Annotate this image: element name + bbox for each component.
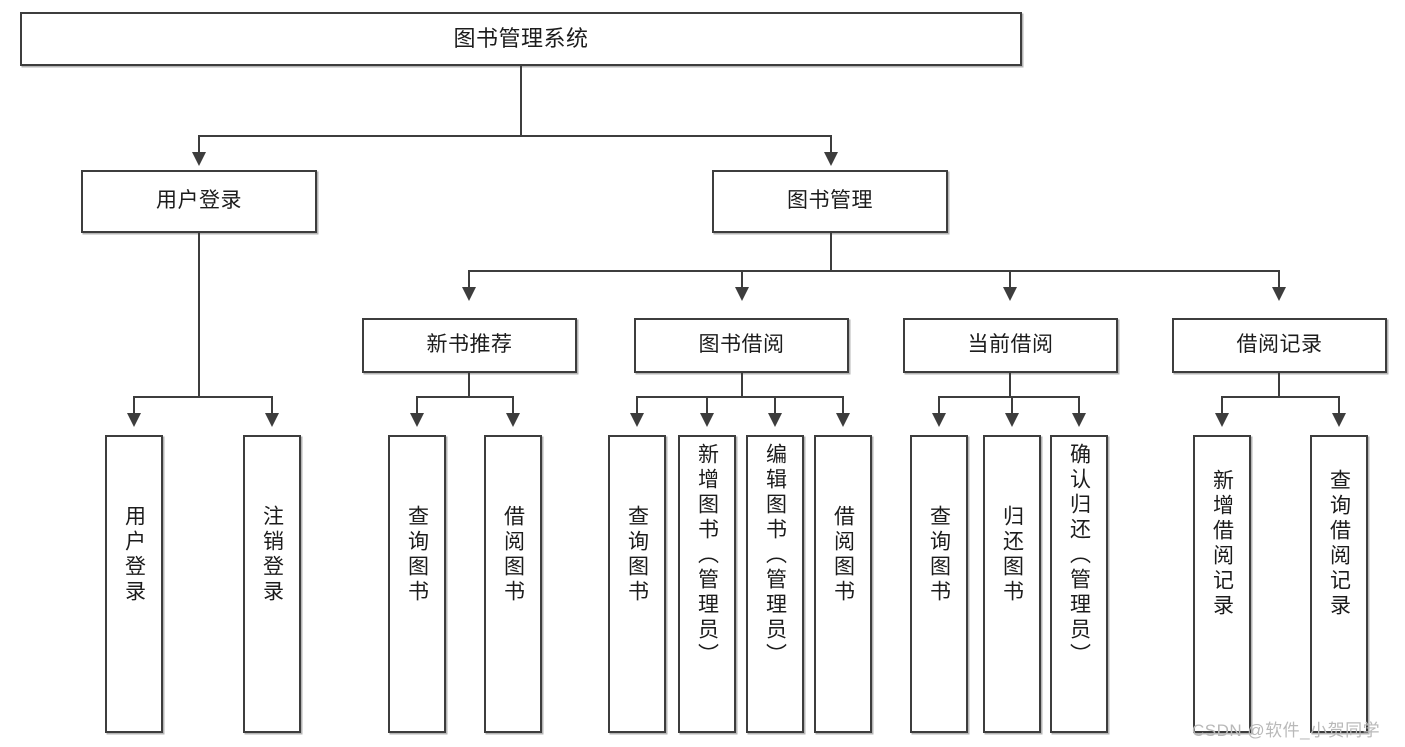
leaf-book-borrow-query-book[interactable]: 查询图书 [608, 435, 666, 733]
arrowhead-to-user-login [192, 152, 206, 166]
arrowhead-book-borrow-leaf-4 [836, 413, 850, 427]
connector-borrow-record-to-leaf-2 [1338, 396, 1340, 417]
node-label: 图书借阅 [698, 333, 785, 357]
node-label: 用户登录 [156, 189, 242, 213]
node-label: 查询图书 [405, 505, 429, 605]
node-label: 查询图书 [927, 505, 951, 605]
arrowhead-current-borrow-leaf-1 [932, 413, 946, 427]
connector-user-login-to-leaf-1 [133, 396, 135, 417]
connector-current-borrow-bus [938, 396, 1079, 398]
leaf-borrow-record-add-record[interactable]: 新增借阅记录 [1193, 435, 1251, 733]
node-label: 查询图书 [625, 505, 649, 605]
connector-borrow-record-bus [1221, 396, 1339, 398]
node-user-login[interactable]: 用户登录 [81, 170, 317, 233]
node-label: 归还图书 [1000, 505, 1024, 605]
connector-book-borrow-to-leaf-4 [842, 396, 844, 417]
leaf-current-borrow-return-book[interactable]: 归还图书 [983, 435, 1041, 733]
leaf-book-borrow-borrow-book[interactable]: 借阅图书 [814, 435, 872, 733]
connector-borrow-record-stem [1278, 373, 1280, 398]
node-label: 确认归还（管理员） [1067, 443, 1091, 668]
arrowhead-book-borrow-leaf-2 [700, 413, 714, 427]
arrowhead-user-login-leaf-2 [265, 413, 279, 427]
connector-root-stem [520, 66, 522, 135]
node-label: 图书管理系统 [453, 26, 589, 52]
node-label: 查询借阅记录 [1327, 469, 1351, 619]
arrowhead-book-borrow-leaf-1 [630, 413, 644, 427]
leaf-borrow-record-query-record[interactable]: 查询借阅记录 [1310, 435, 1368, 733]
node-label: 用户登录 [122, 505, 146, 605]
node-label: 新增借阅记录 [1210, 469, 1234, 619]
node-new-book-recommend[interactable]: 新书推荐 [362, 318, 577, 373]
arrowhead-new-book-leaf-2 [506, 413, 520, 427]
connector-user-login-bus [133, 396, 272, 398]
node-label: 新增图书（管理员） [695, 443, 719, 668]
arrowhead-to-new-book [462, 287, 476, 301]
node-current-borrow[interactable]: 当前借阅 [903, 318, 1118, 373]
arrowhead-current-borrow-leaf-3 [1072, 413, 1086, 427]
connector-book-borrow-to-leaf-3 [774, 396, 776, 417]
arrowhead-book-borrow-leaf-3 [768, 413, 782, 427]
arrowhead-user-login-leaf-1 [127, 413, 141, 427]
connector-root-to-book-mgmt [830, 135, 832, 156]
node-book-management[interactable]: 图书管理 [712, 170, 948, 233]
connector-book-borrow-to-leaf-2 [706, 396, 708, 417]
node-label: 借阅记录 [1236, 333, 1323, 357]
connector-book-mgmt-bus [468, 270, 1280, 272]
connector-current-borrow-to-leaf-3 [1078, 396, 1080, 417]
connector-borrow-record-to-leaf-1 [1221, 396, 1223, 417]
connector-to-book-borrow [741, 270, 743, 291]
arrowhead-current-borrow-leaf-2 [1005, 413, 1019, 427]
connector-book-mgmt-stem [830, 233, 832, 271]
arrowhead-borrow-record-leaf-2 [1332, 413, 1346, 427]
node-root-system[interactable]: 图书管理系统 [20, 12, 1022, 66]
arrowhead-borrow-record-leaf-1 [1215, 413, 1229, 427]
leaf-book-borrow-edit-book[interactable]: 编辑图书（管理员） [746, 435, 804, 733]
connector-to-new-book [468, 270, 470, 291]
connector-to-borrow-record [1278, 270, 1280, 291]
connector-to-current-borrow [1009, 270, 1011, 291]
node-book-borrow[interactable]: 图书借阅 [634, 318, 849, 373]
connector-root-bus [198, 135, 832, 137]
connector-book-borrow-stem [741, 373, 743, 398]
connector-current-borrow-to-leaf-2 [1011, 396, 1013, 417]
leaf-current-borrow-query-book[interactable]: 查询图书 [910, 435, 968, 733]
node-label: 新书推荐 [426, 333, 513, 357]
node-label: 编辑图书（管理员） [763, 443, 787, 668]
node-label: 图书管理 [787, 189, 873, 213]
node-label: 借阅图书 [501, 505, 525, 605]
connector-new-book-bus [416, 396, 513, 398]
connector-new-book-to-leaf-2 [512, 396, 514, 417]
leaf-user-login-login[interactable]: 用户登录 [105, 435, 163, 733]
connector-book-borrow-to-leaf-1 [636, 396, 638, 417]
node-label: 当前借阅 [967, 333, 1054, 357]
node-borrow-record[interactable]: 借阅记录 [1172, 318, 1387, 373]
arrowhead-to-book-borrow [735, 287, 749, 301]
connector-new-book-to-leaf-1 [416, 396, 418, 417]
node-label: 借阅图书 [831, 505, 855, 605]
connector-new-book-stem [468, 373, 470, 398]
connector-book-borrow-bus [636, 396, 843, 398]
arrowhead-to-current-borrow [1003, 287, 1017, 301]
leaf-new-book-query-book[interactable]: 查询图书 [388, 435, 446, 733]
connector-current-borrow-stem [1009, 373, 1011, 398]
connector-current-borrow-to-leaf-1 [938, 396, 940, 417]
leaf-book-borrow-add-book[interactable]: 新增图书（管理员） [678, 435, 736, 733]
leaf-user-login-logout[interactable]: 注销登录 [243, 435, 301, 733]
arrowhead-to-borrow-record [1272, 287, 1286, 301]
arrowhead-to-book-mgmt [824, 152, 838, 166]
connector-user-login-stem [198, 233, 200, 398]
connector-root-to-user-login [198, 135, 200, 156]
arrowhead-new-book-leaf-1 [410, 413, 424, 427]
leaf-current-borrow-confirm-return[interactable]: 确认归还（管理员） [1050, 435, 1108, 733]
node-label: 注销登录 [260, 505, 284, 605]
leaf-new-book-borrow-book[interactable]: 借阅图书 [484, 435, 542, 733]
connector-user-login-to-leaf-2 [271, 396, 273, 417]
